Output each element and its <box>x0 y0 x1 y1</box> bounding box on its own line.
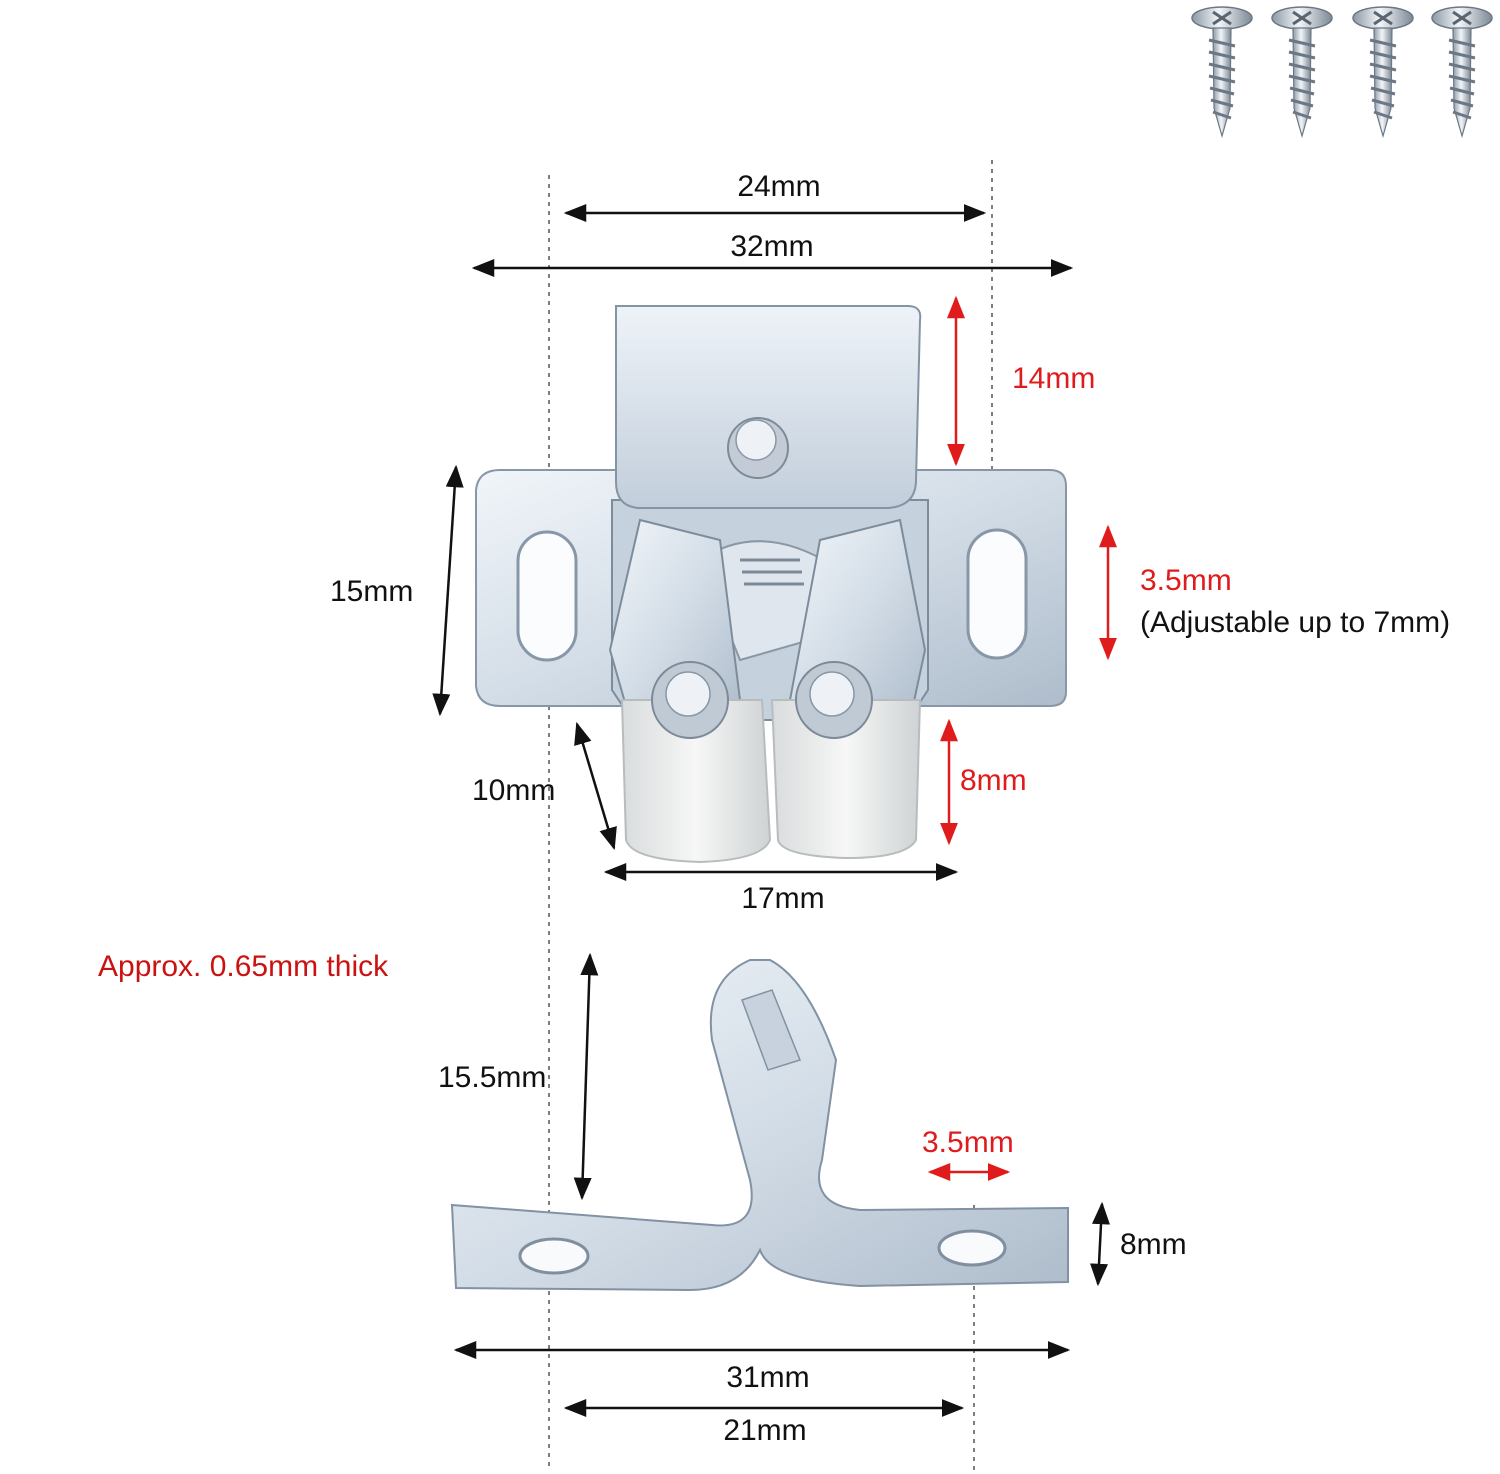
mounting-slot-left <box>516 530 578 662</box>
mounting-slot-right <box>966 528 1028 660</box>
label-overall-width: 31mm <box>726 1361 809 1394</box>
dim-arrow-15mm <box>432 464 464 717</box>
strike-hole-left <box>518 1237 590 1275</box>
strike-dimension-labels: Approx. 0.65mm thick 15.5mm 3.5mm 8mm 31… <box>98 950 1187 1447</box>
label-housing-height: 14mm <box>1012 362 1095 395</box>
label-top-width-outer: 32mm <box>730 230 813 263</box>
label-roller-width: 17mm <box>741 882 824 915</box>
housing-cover <box>615 305 922 509</box>
strike-plate-body <box>450 959 1069 1292</box>
screw-icon <box>1430 5 1494 138</box>
strike-plate-illustration <box>450 959 1069 1292</box>
label-roller-depth: 10mm <box>472 774 555 807</box>
label-slot-adjust-note: (Adjustable up to 7mm) <box>1140 606 1450 639</box>
label-hole-spacing: 21mm <box>723 1414 806 1447</box>
label-strike-height: 15.5mm <box>438 1061 546 1094</box>
catch-dimension-labels: 24mm 32mm 14mm 3.5mm (Adjustable up to 7… <box>330 170 1450 915</box>
screw-icon <box>1351 5 1415 138</box>
label-thickness-note: Approx. 0.65mm thick <box>98 950 389 983</box>
dim-arrow-8mm-tab <box>1090 1201 1110 1287</box>
screw-set <box>1190 5 1494 138</box>
strike-dimension-arrows <box>453 952 1110 1417</box>
label-plate-height: 15mm <box>330 575 413 608</box>
strike-hole-right <box>937 1229 1007 1267</box>
label-slot-adjust: 3.5mm <box>1140 564 1232 597</box>
roller-catch-illustration <box>475 305 1067 864</box>
label-hole-size: 3.5mm <box>922 1126 1014 1159</box>
label-tab-width: 8mm <box>1120 1228 1187 1261</box>
roller-right <box>770 699 922 860</box>
label-top-width-inner: 24mm <box>737 170 820 203</box>
label-roller-height: 8mm <box>960 764 1027 797</box>
dim-arrow-15-5mm <box>573 952 599 1201</box>
screw-icon <box>1270 5 1334 138</box>
roller-left <box>620 699 772 864</box>
dim-arrow-10mm <box>574 721 617 851</box>
screw-icon <box>1190 5 1254 138</box>
catch-dimension-arrows <box>432 204 1117 881</box>
